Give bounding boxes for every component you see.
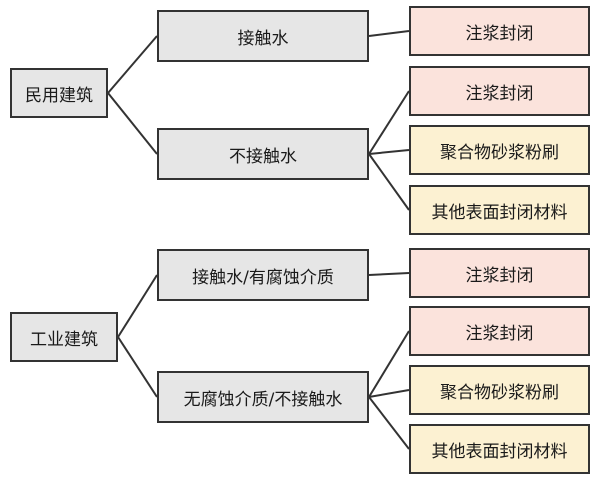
connector-line [368, 272, 410, 276]
category-industrial-building: 工业建筑 [10, 312, 118, 362]
condition-no-corrosive-no-water: 无腐蚀介质/不接触水 [157, 371, 369, 423]
connector-line [368, 153, 410, 211]
connector-line [117, 336, 158, 398]
connector-line [107, 35, 158, 94]
method-grouting-seal: 注浆封闭 [409, 66, 590, 116]
condition-no-contact-water: 不接触水 [157, 128, 369, 180]
connector-line [368, 389, 410, 398]
method-polymer-mortar-plaster: 聚合物砂浆粉刷 [409, 125, 590, 175]
method-other-surface-seal: 其他表面封闭材料 [409, 424, 590, 474]
condition-contact-water-corrosive: 接触水/有腐蚀介质 [157, 249, 369, 301]
connector-line [107, 92, 158, 155]
connector-line [368, 149, 410, 155]
category-civil-building: 民用建筑 [10, 68, 108, 118]
method-other-surface-seal: 其他表面封闭材料 [409, 185, 590, 235]
method-grouting-seal: 注浆封闭 [409, 306, 590, 356]
condition-contact-water: 接触水 [157, 10, 369, 62]
method-grouting-seal: 注浆封闭 [409, 6, 590, 56]
method-grouting-seal: 注浆封闭 [409, 248, 590, 298]
method-polymer-mortar-plaster: 聚合物砂浆粉刷 [409, 365, 590, 415]
connector-line [117, 274, 158, 338]
connector-line [368, 330, 410, 398]
connector-line [368, 90, 410, 155]
connector-line [368, 30, 410, 37]
connector-line [368, 396, 410, 450]
